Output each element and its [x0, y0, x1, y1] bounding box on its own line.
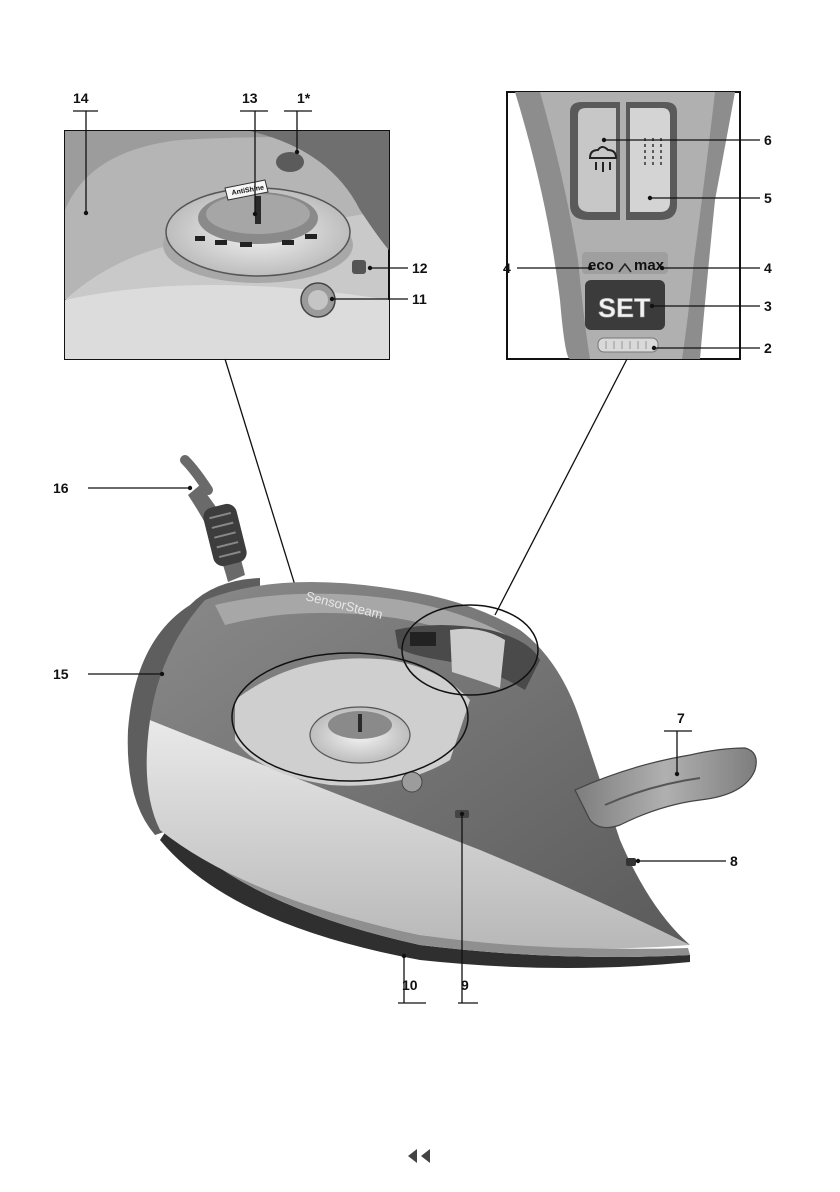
- power-cord: [185, 460, 208, 490]
- detail-panel-left: AntiShine: [65, 131, 389, 359]
- indicator-light-detail: [598, 338, 658, 352]
- callout-15: 15: [53, 666, 69, 682]
- detail-panel-right: eco max SET: [507, 92, 740, 359]
- eco-label: eco: [588, 257, 614, 274]
- callout-4-left: 4: [503, 260, 511, 276]
- temperature-dial: [310, 707, 410, 763]
- callout-14: 14: [73, 90, 89, 106]
- set-label: SET: [598, 293, 651, 323]
- callout-12: 12: [412, 260, 428, 276]
- callout-3: 3: [764, 298, 772, 314]
- callout-5: 5: [764, 190, 772, 206]
- callout-13: 13: [242, 90, 258, 106]
- callout-16: 16: [53, 480, 69, 496]
- steam-lever-detail: [352, 260, 366, 274]
- callout-11: 11: [412, 291, 427, 307]
- callout-7: 7: [677, 710, 685, 726]
- callout-2: 2: [764, 340, 772, 356]
- max-label: max: [634, 257, 665, 274]
- double-left-chevron-icon[interactable]: [405, 1148, 435, 1164]
- cord-clip: [575, 748, 756, 828]
- steam-shot-button-detail: [578, 108, 616, 212]
- callout-4-right: 4: [764, 260, 772, 276]
- callout-8: 8: [730, 853, 738, 869]
- calc-n-clean-button: [626, 858, 636, 866]
- callout-6: 6: [764, 132, 772, 148]
- iron-main-view: SensorSteam: [128, 460, 757, 968]
- spray-button-detail: [276, 152, 304, 172]
- callout-1: 1*: [297, 90, 311, 106]
- self-clean-button: [402, 772, 422, 792]
